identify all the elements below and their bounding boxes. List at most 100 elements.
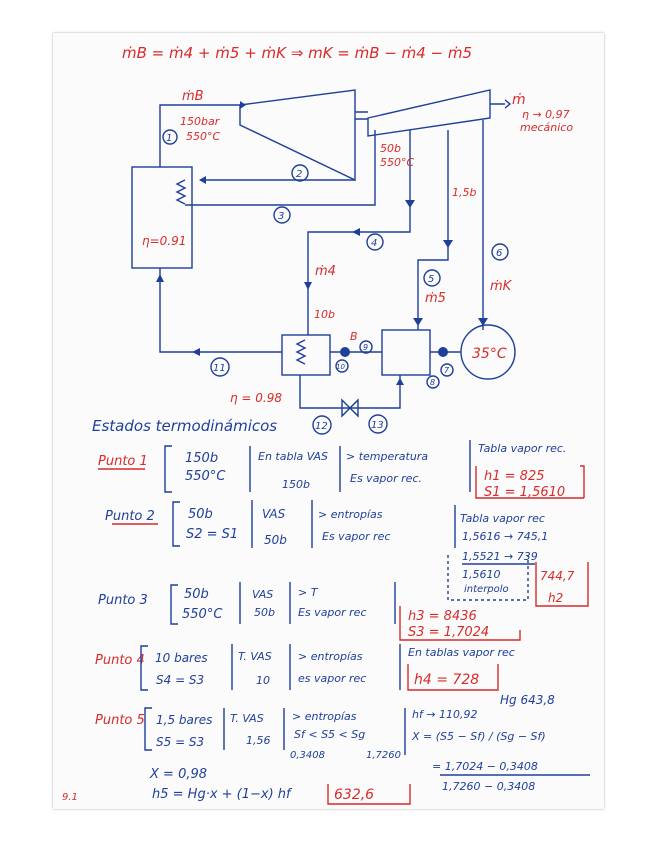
p1-cond-t: 550°C <box>185 469 226 484</box>
arrow-icon <box>240 101 246 109</box>
arrow-icon <box>156 274 164 282</box>
p4-step2: > entropías <box>298 650 363 663</box>
p3-cond-p: 50b <box>184 587 209 602</box>
arrow-icon <box>405 200 415 208</box>
node-2: 2 <box>296 169 302 180</box>
boiler-eff: η=0.91 <box>142 234 186 248</box>
punto-2-label: Punto 2 <box>105 509 155 524</box>
bracket <box>171 585 178 624</box>
lp-turbine <box>368 90 490 136</box>
mass-balance-equation: ṁB = ṁ4 + ṁ5 + ṁK ⇒ mK = ṁB − ṁ4 − ṁ5 <box>122 44 472 62</box>
p5-step2: > entropías <box>292 710 357 723</box>
p5-cond-p: 1,5 bares <box>156 713 212 727</box>
p5-x-den: 1,7260 − 0,3408 <box>442 780 535 793</box>
bracket <box>173 502 180 546</box>
node-13: 13 <box>371 420 384 431</box>
turbine-power-label: ṁ <box>512 92 526 108</box>
p1-step1-sub: 150b <box>282 478 310 491</box>
hg-value: Hg 643,8 <box>500 693 555 707</box>
p2-row2: 1,5521 → 739 <box>462 550 538 563</box>
p2-cond-s: S2 = S1 <box>186 527 238 542</box>
rh-temp: 550°C <box>380 156 414 169</box>
arrow-icon <box>304 282 312 290</box>
line-12-13 <box>300 375 400 408</box>
mdot-5-label: ṁ5 <box>425 291 446 306</box>
p3-step1-sub: 50b <box>254 606 275 619</box>
p5-x-num: = 1,7024 − 0,3408 <box>432 760 538 773</box>
p2-step3: Es vapor rec <box>322 530 391 543</box>
boiler-coil <box>177 180 185 204</box>
p3-cond-t: 550°C <box>182 607 223 622</box>
b-label: B <box>350 330 358 343</box>
arrow-icon <box>192 348 200 356</box>
p4-cond-s: S4 = S3 <box>156 673 204 687</box>
punto-1-label: Punto 1 <box>98 454 148 469</box>
arrow-icon <box>443 240 453 248</box>
p5-sg: 1,7260 <box>366 750 401 761</box>
p3-step1: VAS <box>252 588 273 601</box>
p2-row3: 1,5610 <box>462 568 501 581</box>
arrow-icon <box>396 378 404 385</box>
p2-row1: 1,5616 → 745,1 <box>462 530 548 543</box>
p3-step2: > T <box>298 586 319 599</box>
punto-4-label: Punto 4 <box>95 653 145 668</box>
p2-result: 744,7 <box>540 569 575 583</box>
p1-step2: > temperatura <box>346 450 428 463</box>
h1-value: h1 = 825 <box>484 469 544 484</box>
s1-value: S1 = 1,5610 <box>484 485 565 500</box>
p4-source: En tablas vapor rec <box>408 646 515 659</box>
states-heading: Estados termodinámicos <box>92 417 277 435</box>
feedwater-heater-2 <box>382 330 430 375</box>
h3-value: h3 = 8436 <box>408 609 477 624</box>
p5-sf: 0,3408 <box>290 750 325 761</box>
h5-formula: h5 = Hg·x + (1−x) hf <box>152 787 293 802</box>
p2-result-label: h2 <box>548 591 563 605</box>
work-output <box>490 100 510 108</box>
node-12: 12 <box>315 421 328 432</box>
heater-coil <box>297 340 305 364</box>
rh-pressure: 50b <box>380 142 401 155</box>
p4-step1-sub: 10 <box>256 674 270 687</box>
mech-eff: η → 0,97 <box>522 108 570 121</box>
node-4: 4 <box>371 238 377 249</box>
mdot-k-label: ṁK <box>490 279 513 294</box>
p2-interp: interpolo <box>464 584 509 595</box>
punto-5-label: Punto 5 <box>95 713 145 728</box>
node-8: 8 <box>430 378 435 387</box>
punto-2: Punto 2 50b S2 = S1 VAS 50b > entropías … <box>105 500 588 606</box>
arrow-icon <box>413 318 423 326</box>
node-5: 5 <box>428 274 434 285</box>
p5-cond-s: S5 = S3 <box>156 735 204 749</box>
p5-hf: hf → 110,92 <box>412 708 478 721</box>
x-value: X = 0,98 <box>149 767 207 782</box>
punto-5: Punto 5 1,5 bares S5 = S3 T. VAS 1,56 > … <box>95 708 590 804</box>
node-7: 7 <box>444 366 450 375</box>
line-11 <box>160 268 282 352</box>
p1-step1: En tabla VAS <box>258 450 328 463</box>
arrow-icon <box>352 228 360 236</box>
node-10: 10 <box>336 363 345 371</box>
condenser-temp: 35°C <box>472 346 507 362</box>
node-1: 1 <box>166 133 172 144</box>
p1-cond-p: 150b <box>185 451 218 466</box>
p-10: 10b <box>314 308 335 321</box>
p2-step1-sub: 50b <box>264 533 287 547</box>
turbine-shaft <box>355 112 368 119</box>
p5-ineq: Sf < S5 < Sg <box>294 728 365 741</box>
p1-step3: Es vapor rec. <box>350 472 422 485</box>
p2-cond-p: 50b <box>188 507 213 522</box>
boiler <box>132 167 192 268</box>
mdot-4-label: ṁ4 <box>315 264 336 279</box>
node-9: 9 <box>363 343 368 352</box>
p5-x-formula: X = (S5 − Sf) / (Sg − Sf) <box>411 730 546 743</box>
feedwater-heater-1 <box>282 335 330 375</box>
p2-step1: VAS <box>262 507 286 521</box>
p3-step3: Es vapor rec <box>298 606 367 619</box>
punto-4: Punto 4 10 bares S4 = S3 T. VAS 10 > ent… <box>95 644 555 707</box>
node-11: 11 <box>213 363 226 374</box>
punto-1: Punto 1 150b 550°C En tabla VAS 150b > t… <box>98 440 584 500</box>
punto-3-label: Punto 3 <box>98 593 148 608</box>
p4-cond-p: 10 bares <box>155 651 208 665</box>
inlet-temp: 550°C <box>186 130 220 143</box>
